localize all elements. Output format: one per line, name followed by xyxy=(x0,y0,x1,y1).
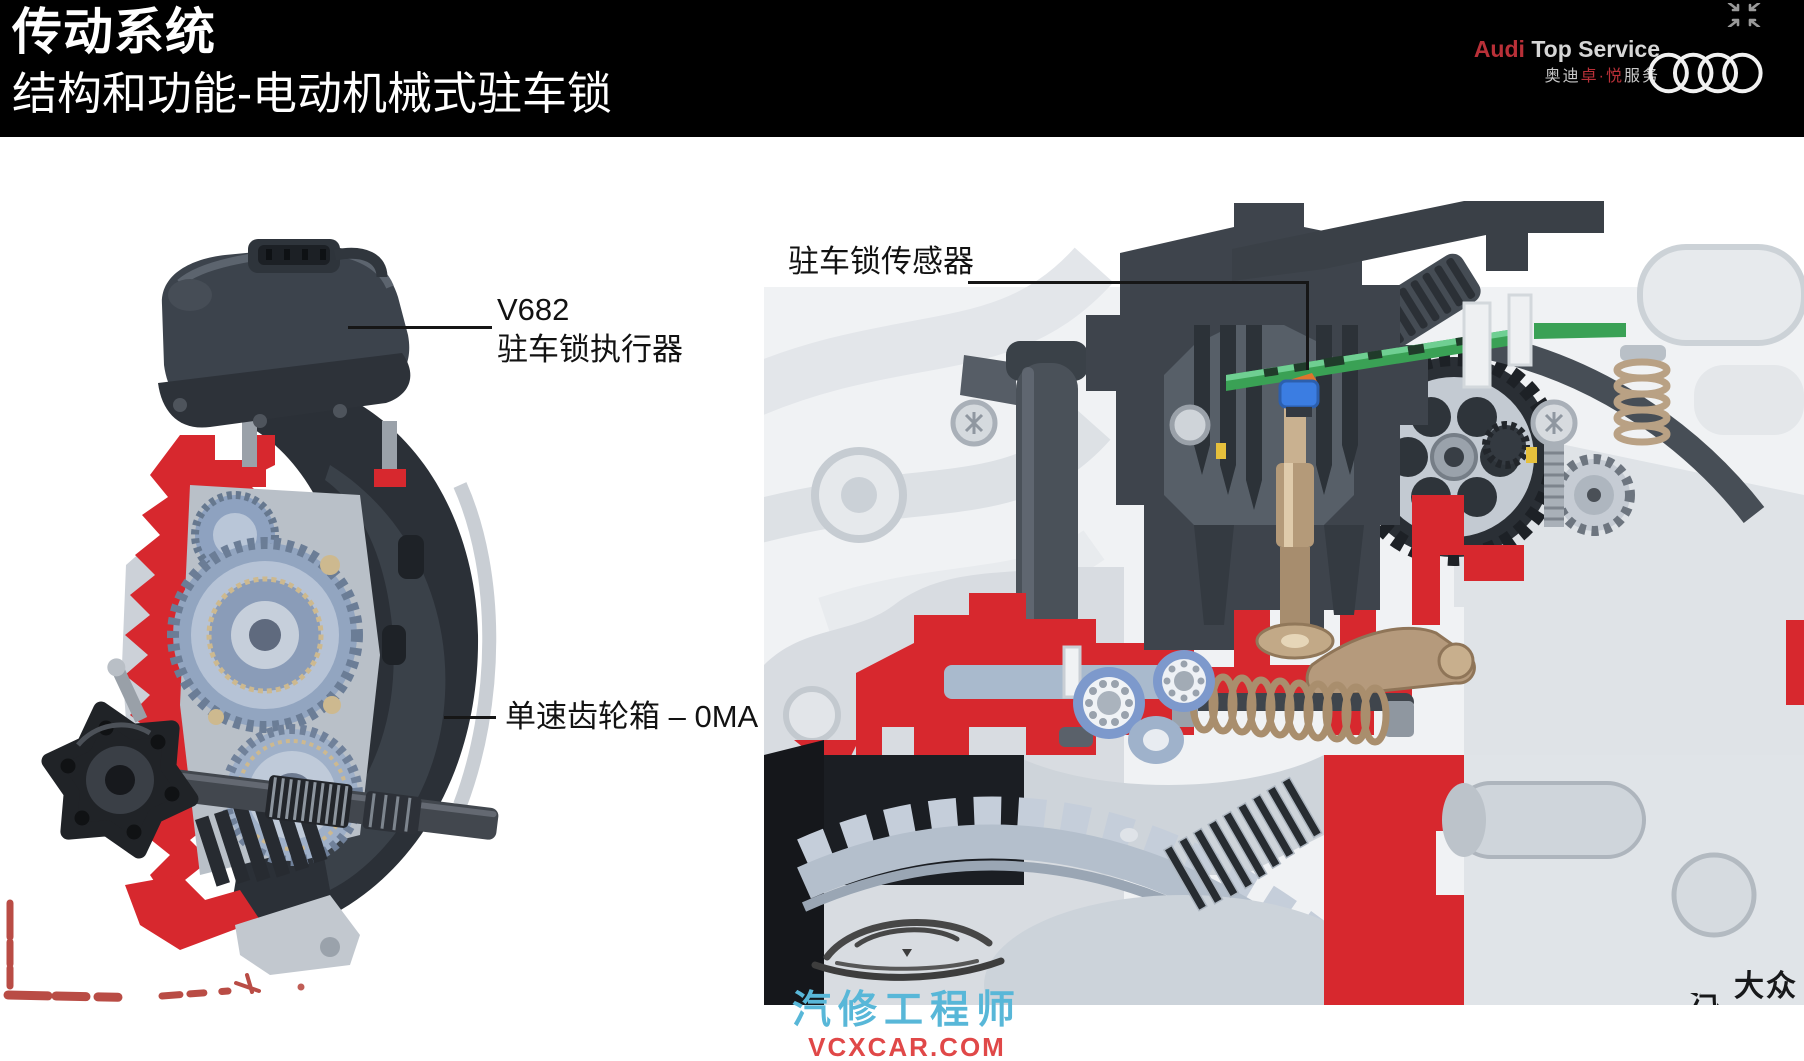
parking-lock-actuator xyxy=(158,239,411,428)
housing-bolt xyxy=(1526,399,1578,527)
parking-lock-sensor xyxy=(1278,373,1320,417)
brand-top-service: Top Service xyxy=(1531,36,1660,62)
label-gearbox: 单速齿轮箱 – 0MA xyxy=(505,699,759,734)
brand-cn-prefix: 奥迪 xyxy=(1544,67,1581,85)
cutaway-red-column xyxy=(1324,755,1464,1005)
output-flange xyxy=(41,701,199,859)
brand-audi: Audi xyxy=(1473,36,1525,62)
label-actuator: V682 驻车锁执行器 xyxy=(497,290,683,370)
audi-rings-icon xyxy=(1648,52,1763,94)
watermark-site: VCXCAR.COM xyxy=(808,1032,1006,1061)
footer-vw-text: 汽 大众 xyxy=(1690,961,1798,1005)
lock-spring xyxy=(1189,672,1390,746)
red-stamp-fragment xyxy=(3,899,305,1003)
header-bar: 传动系统 结构和功能-电动机械式驻车锁 Audi Top Service 奥迪卓… xyxy=(0,0,1804,137)
output-shaft xyxy=(89,759,499,840)
page-title: 传动系统 xyxy=(12,4,216,60)
watermark-brand: 汽修工程师 xyxy=(791,989,1022,1032)
audi-top-service-logo: Audi Top Service 奥迪卓·悦服务 xyxy=(1474,36,1660,86)
bearings xyxy=(1059,650,1215,764)
brand-line-en: Audi Top Service xyxy=(1474,36,1660,64)
footer-clipped-char: 汽 xyxy=(1690,993,1722,1005)
label-actuator-code: V682 xyxy=(497,292,570,327)
final-drive-gear xyxy=(797,776,1384,1005)
parking-lock-mechanism-illustration xyxy=(764,201,1804,1005)
brand-line-cn: 奥迪卓·悦服务 xyxy=(1474,67,1660,86)
page-subtitle: 结构和功能-电动机械式驻车锁 xyxy=(12,68,612,119)
parking-lock-sensor-pcb xyxy=(1226,293,1626,391)
watermark: 汽修工程师 VCXCAR.COM xyxy=(742,905,1072,1061)
brand-cn-red: 卓·悦 xyxy=(1580,67,1624,85)
car-logo-icon xyxy=(811,918,1005,981)
gearbox-cutaway-illustration xyxy=(41,239,499,975)
footer-vw-label: 大众 xyxy=(1734,970,1798,1003)
collapse-icon[interactable] xyxy=(1727,3,1761,27)
label-actuator-name: 驻车锁执行器 xyxy=(497,332,683,367)
parking-lock-spindle xyxy=(1255,407,1335,660)
